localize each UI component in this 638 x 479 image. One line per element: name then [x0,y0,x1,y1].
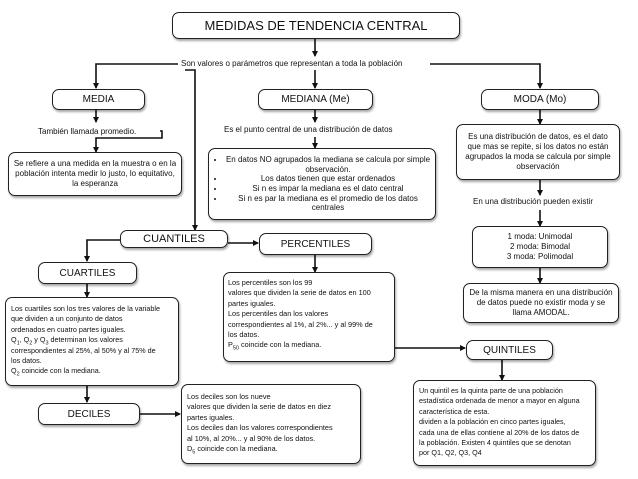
mediana-bullet: Los datos tienen que estar ordenados [225,174,431,184]
q-subscript: 2 [29,340,33,347]
q-symbol: Q [11,335,17,345]
deciles-box: DECILES [38,403,140,425]
moda-description-box: Es una distribución de datos, es el dato… [456,124,620,180]
percentiles-description-box: Los percentiles son los 99 valores que d… [223,272,395,362]
deciles-description-box: Los deciles son los nueve valores que di… [181,384,361,464]
q-subscript: 1 [16,340,20,347]
quintiles-label: QUINTILES [483,344,536,356]
cuartiles-q2-line: Q2 coincide con la mediana. [11,366,101,378]
subtitle-text: Son valores o parámetros que representan… [181,59,403,68]
moda-box: MODA (Mo) [481,89,599,110]
percentiles-p50-line: P50 coincide con la mediana. [228,340,322,352]
quintiles-line: la población. Existen 4 quintiles que se… [419,438,571,448]
media-label: MEDIA [82,94,115,105]
moda-type-item: 3 moda: Polimodal [506,252,574,261]
title-box: MEDIDAS DE TENDENCIA CENTRAL [172,12,460,39]
mediana-note: Es el punto central de una distribución … [224,125,393,134]
cuartiles-line: Los cuartiles son los tres valores de la… [11,304,161,313]
deciles-line: al 10%, al 20%... y al 90% de los datos. [187,433,316,443]
percentiles-label: PERCENTILES [280,238,351,250]
deciles-line: valores que dividen la serie de datos en… [187,402,332,412]
moda-type-item: 2 moda: Bimodal [509,242,571,251]
q-symbol: Q [23,335,30,345]
q-tail: determinan los valores [48,335,123,345]
moda-label: MODA (Mo) [513,94,567,105]
moda-description: Es una distribución de datos, es el dato… [465,132,611,171]
moda-type-item: 1 moda: Unimodal [507,232,573,241]
q-subscript: 2 [16,371,20,378]
cuartiles-label: CUARTILES [59,267,116,279]
q-subscript: 3 [45,340,49,347]
percentiles-line: correspondientes al 1%, al 2%... y al 99… [228,319,373,329]
cuartiles-box: CUARTILES [38,262,137,284]
percentiles-p-subscript: 50 [232,345,239,352]
quintiles-line: por Q1, Q2, Q3, Q4 [419,448,482,458]
mediana-bullet: Si n es par la mediana es el promedio de… [225,194,431,213]
cuartiles-q-line: Q1, Q2 y Q3 determinan los valores [11,335,123,347]
moda-amodal-text: De la misma manera en una distribución d… [469,288,613,317]
percentiles-line: Los percentiles dan los valores [228,309,329,319]
cuartiles-line: los datos. [11,356,42,366]
moda-amodal-box: De la misma manera en una distribución d… [463,283,619,323]
quintiles-box: QUINTILES [466,340,553,360]
cuartiles-line: que dividen a un conjunto de datos [11,314,123,324]
percentiles-p-symbol: P [228,340,233,350]
moda-note: En una distribución pueden existir [473,197,594,206]
mediana-box: MEDIANA (Me) [258,89,373,110]
d-tail: coincide con la mediana. [195,444,278,454]
mediana-bullet-list: En datos NO agrupados la mediana se calc… [213,155,431,213]
d-subscript: 5 [192,449,196,456]
media-description-box: Se refiere a una medida en la muestra o … [8,152,182,196]
mediana-bullet: Si n es impar la mediana es el dato cent… [225,184,431,194]
q-separator: , [19,335,24,345]
deciles-label: DECILES [67,408,111,420]
media-description: Se refiere a una medida en la muestra o … [13,159,177,188]
percentiles-line: Los percentiles son los 99 [228,278,313,287]
deciles-d5-line: D5 coincide con la mediana. [187,444,278,456]
media-box: MEDIA [52,89,145,110]
quintiles-line: característica de esta. [419,406,490,416]
media-note: También llamada promedio. [38,127,137,136]
moda-types-box: 1 moda: Unimodal 2 moda: Bimodal 3 moda:… [472,226,608,268]
deciles-line: partes iguales. [187,412,235,422]
q-separator: y [32,335,40,345]
q-symbol: Q [39,335,46,345]
percentiles-line: valores que dividen la serie de datos en… [228,288,371,298]
q-symbol: Q [11,366,17,376]
cuantiles-box: CUANTILES [120,230,228,248]
quintiles-line: estadística ordenada de menor a mayor en… [419,396,580,406]
quintiles-line: cada una de ellas contiene al 20% de los… [419,427,580,437]
quintiles-line: dividen a la población en cinco partes i… [419,417,566,427]
percentiles-p-tail: coincide con la mediana. [239,340,322,350]
d-symbol: D [187,444,193,454]
quintiles-description-box: Un quintil es la quinta parte de una pob… [413,380,596,466]
cuantiles-label: CUANTILES [143,233,205,245]
percentiles-line: los datos. [228,330,260,340]
mediana-bullet: En datos NO agrupados la mediana se calc… [225,155,431,174]
title-text: MEDIDAS DE TENDENCIA CENTRAL [204,18,428,33]
cuartiles-line: ordenados en cuatro partes iguales. [11,324,126,334]
cuartiles-line: correspondientes al 25%, al 50% y al 75%… [11,345,156,355]
deciles-line: Los deciles dan los valores correspondie… [187,423,333,433]
percentiles-box: PERCENTILES [259,233,372,255]
percentiles-line: partes iguales. [228,298,276,308]
q2-tail: coincide con la mediana. [19,366,101,376]
mediana-label: MEDIANA (Me) [281,94,350,105]
cuartiles-description-box: Los cuartiles son los tres valores de la… [5,297,179,386]
deciles-line: Los deciles son los nueve [187,392,271,401]
quintiles-line: Un quintil es la quinta parte de una pob… [419,386,563,395]
mediana-bullets-box: En datos NO agrupados la mediana se calc… [208,148,436,220]
